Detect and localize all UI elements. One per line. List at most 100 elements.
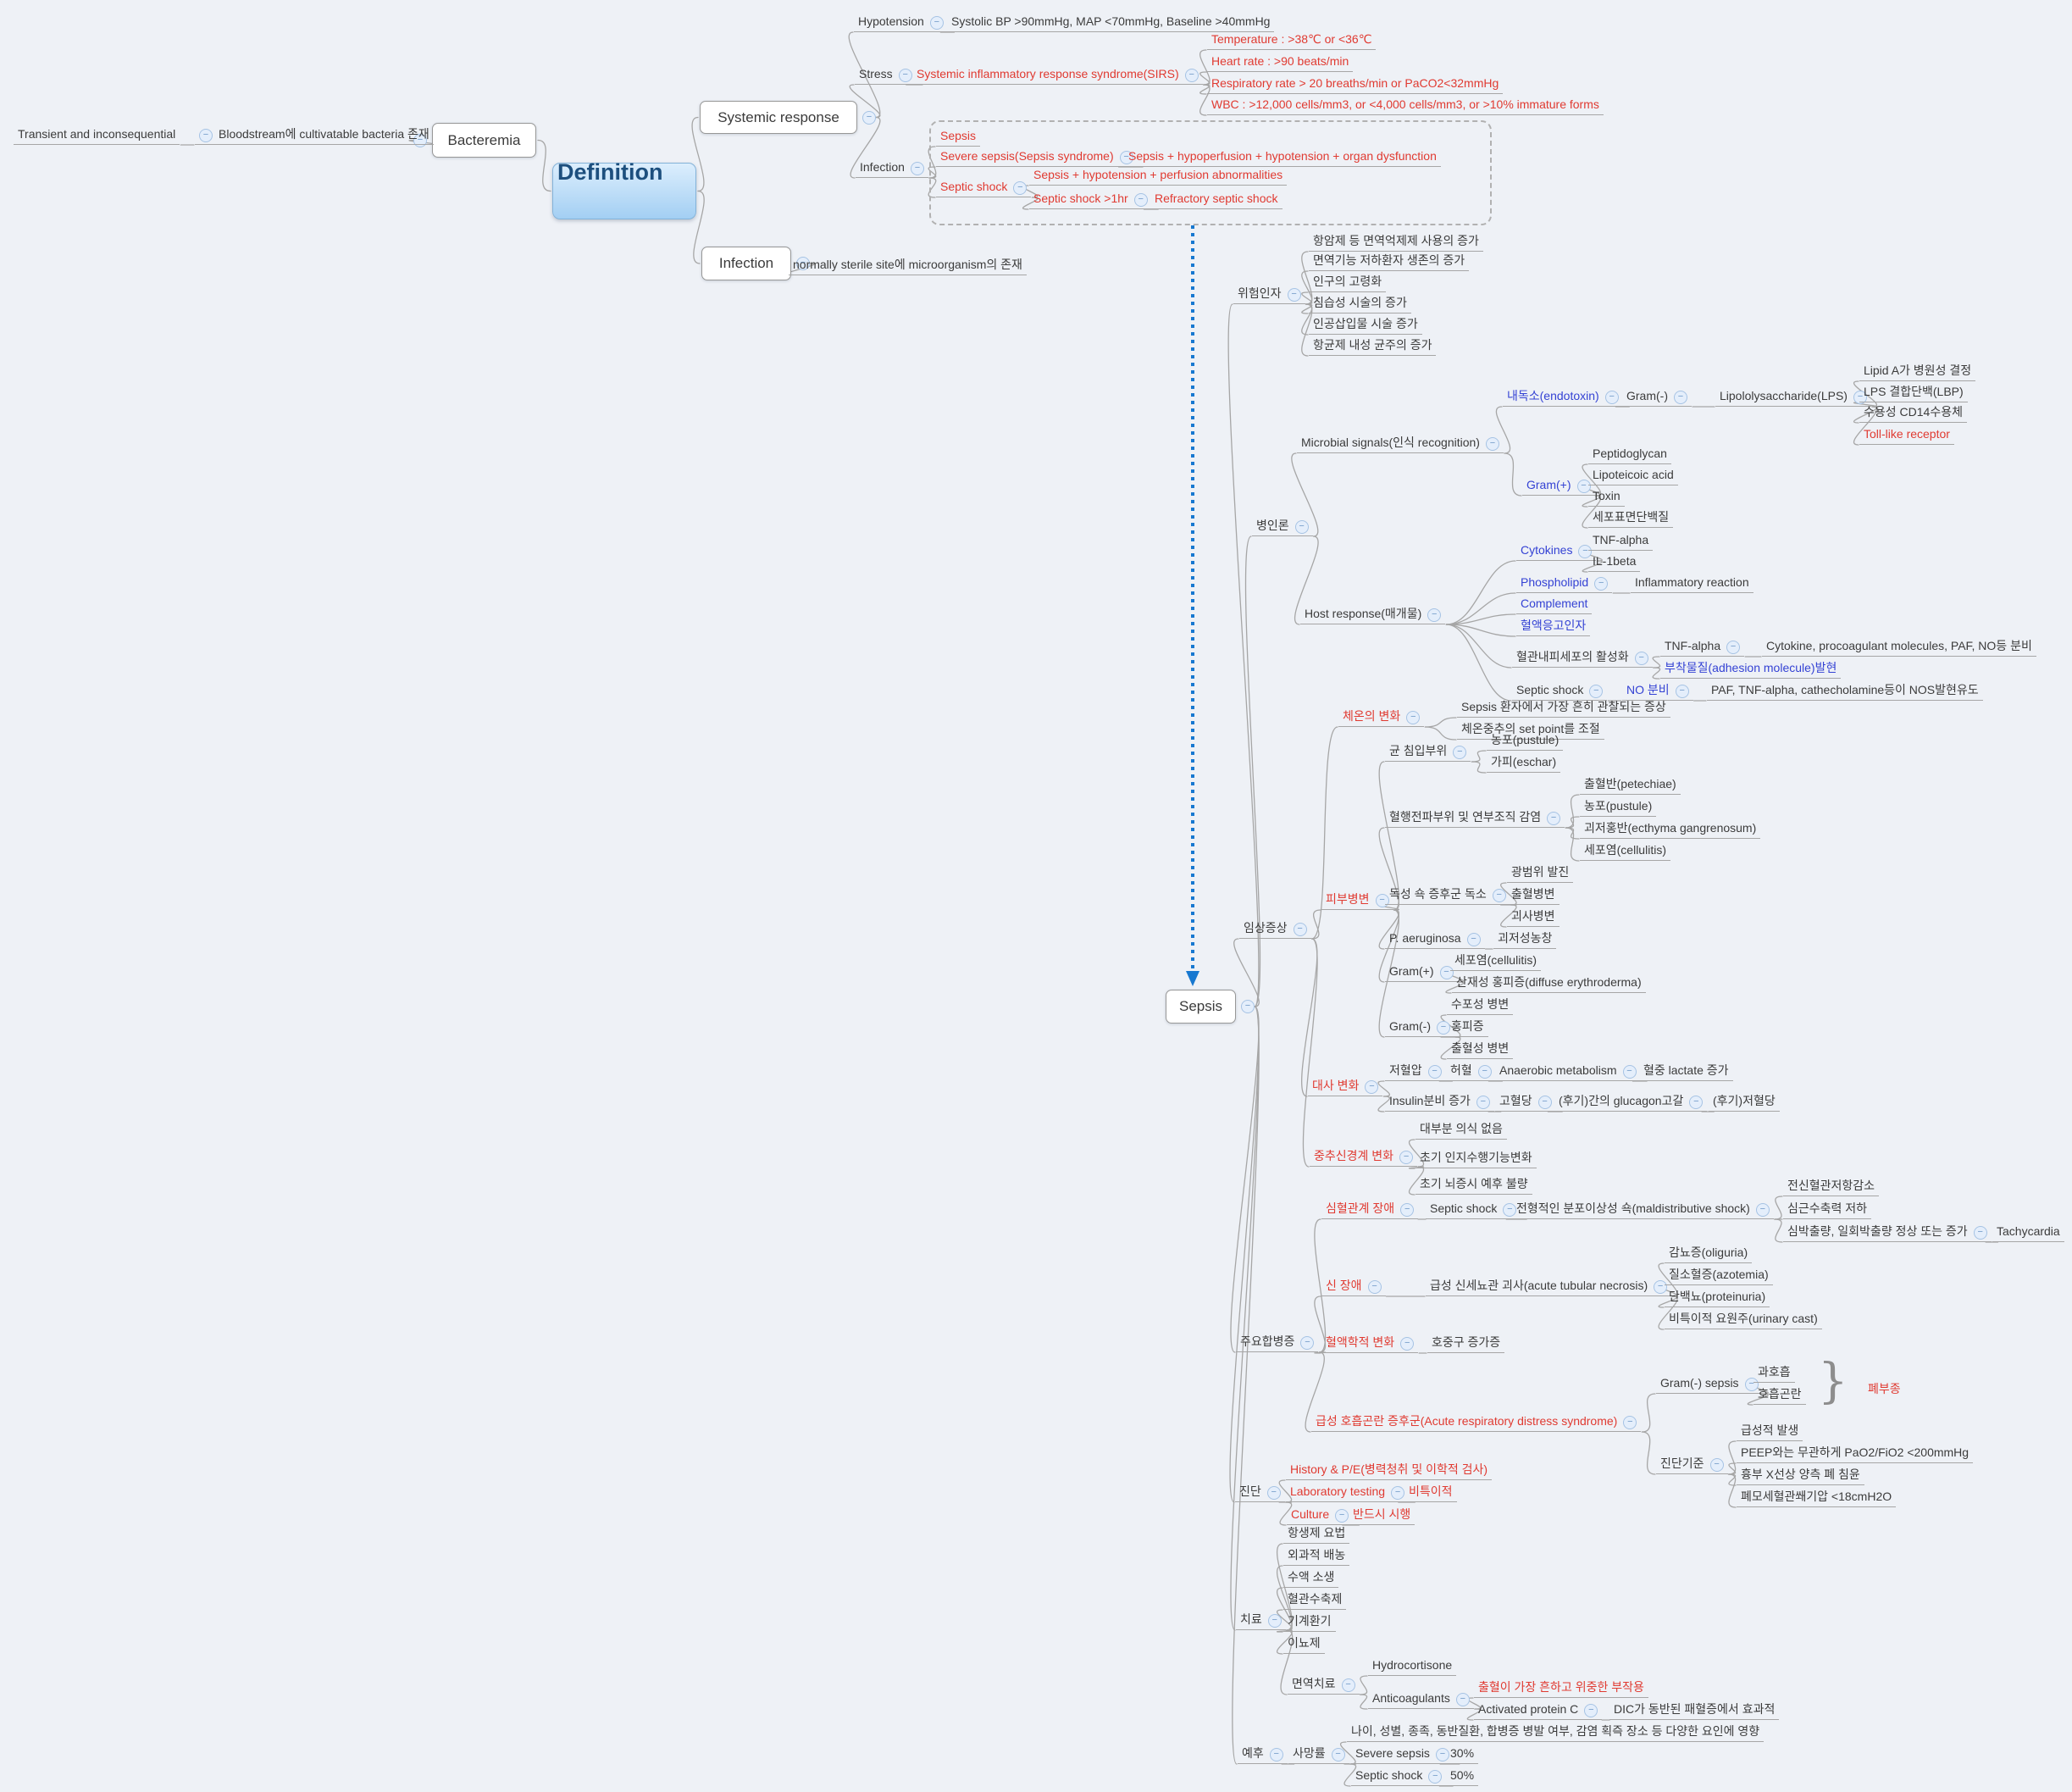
collapse-icon[interactable]: − [1335,1509,1349,1523]
node-anaerobic[interactable]: Anaerobic metabolism− [1495,1062,1641,1081]
collapse-icon[interactable]: − [1674,391,1687,404]
collapse-icon[interactable]: − [1269,1748,1283,1761]
node-phospho[interactable]: Phospholipid− [1516,574,1613,593]
node-transient[interactable]: Transient and inconsequential [14,125,180,145]
node-nonspecific[interactable]: 비특이적 [1404,1483,1457,1502]
node-hypogly[interactable]: (후기)저혈당 [1709,1092,1780,1112]
node-shock_no[interactable]: Septic shock− [1512,681,1608,701]
collapse-icon[interactable]: − [1406,711,1421,724]
node-lactate[interactable]: 혈중 lactate 증가 [1639,1062,1733,1081]
node-clinical[interactable]: 임상증상− [1239,919,1311,939]
node-stress[interactable]: Stress− [855,65,917,85]
node-hypotension[interactable]: Hypotension− [854,13,948,32]
collapse-icon[interactable]: − [1391,1486,1405,1500]
node-gangrene[interactable]: 괴저성농창 [1493,929,1557,949]
node-vasopressor[interactable]: 혈관수축제 [1283,1590,1347,1610]
collapse-icon[interactable]: − [1367,1280,1382,1294]
collapse-icon[interactable]: − [1689,1096,1704,1109]
collapse-icon[interactable]: − [1709,1458,1724,1472]
collapse-icon[interactable]: − [1589,685,1604,698]
node-tlr[interactable]: Toll-like receptor [1859,425,1954,445]
node-necro[interactable]: 괴사병변 [1507,907,1560,927]
node-pulmedema[interactable]: 폐부종 [1864,1380,1905,1399]
collapse-icon[interactable]: − [1537,1096,1552,1109]
node-sirs[interactable]: Systemic inflammatory response syndrome(… [912,65,1203,85]
collapse-icon[interactable]: − [1266,1486,1281,1500]
node-ards[interactable]: 급성 호흡곤란 증후군(Acute respiratory distress s… [1311,1412,1642,1432]
collapse-icon[interactable]: − [1427,608,1442,622]
collapse-icon[interactable]: − [1675,685,1689,698]
node-hr[interactable]: Heart rate : >90 beats/min [1207,53,1354,72]
node-risk5[interactable]: 인공삽입물 시술 증가 [1309,315,1422,335]
node-apc[interactable]: Activated protein C− [1474,1700,1603,1720]
node-sysresp[interactable]: Systemic response− [700,101,876,134]
collapse-icon[interactable]: − [1547,812,1561,825]
node-complement[interactable]: Complement [1516,595,1593,614]
node-severe[interactable]: Severe sepsis(Sepsis syndrome)− [936,147,1138,167]
collapse-icon[interactable]: − [1634,652,1648,665]
node-cxr[interactable]: 흉부 X선상 양측 폐 침윤 [1737,1466,1864,1485]
collapse-icon[interactable]: − [1428,1770,1443,1784]
collapse-icon[interactable]: − [910,162,924,175]
collapse-icon[interactable]: − [413,133,427,147]
collapse-icon[interactable]: − [1300,1336,1315,1350]
collapse-icon[interactable]: − [1119,151,1133,164]
collapse-icon[interactable]: − [898,69,912,82]
collapse-icon[interactable]: − [1184,69,1199,82]
node-azotemia[interactable]: 질소혈증(azotemia) [1665,1266,1773,1285]
node-dic[interactable]: DIC가 동반된 패혈증에서 효과적 [1609,1700,1780,1720]
node-prognosis[interactable]: 예후− [1238,1745,1288,1764]
node-il1[interactable]: IL-1beta [1588,552,1641,572]
node-peptido[interactable]: Peptidoglycan [1588,445,1671,464]
node-insulin[interactable]: Insulin분비 증가− [1385,1092,1494,1112]
node-dx[interactable]: 진단− [1235,1483,1285,1502]
node-bullous[interactable]: 수포성 병변 [1447,996,1514,1015]
collapse-icon[interactable]: − [1293,923,1307,936]
node-shock50[interactable]: Septic shock− [1351,1767,1447,1786]
node-pcwp[interactable]: 폐모세혈관쐐기압 <18cmH2O [1737,1488,1897,1507]
node-bacteremia[interactable]: Bacteremia− [413,123,536,158]
node-factors[interactable]: 나이, 성별, 종족, 동반질환, 합병증 병발 여부, 감염 획즉 장소 등 … [1347,1723,1765,1742]
node-lab[interactable]: Laboratory testing− [1286,1483,1410,1502]
node-shock_def[interactable]: Sepsis + hypotension + perfusion abnorma… [1029,166,1288,186]
node-setpoint[interactable]: 체온중추의 set point를 조절 [1457,720,1604,740]
collapse-icon[interactable]: − [1439,966,1454,979]
node-hydrocort[interactable]: Hydrocortisone [1368,1656,1457,1676]
node-risk6[interactable]: 항균제 내성 균주의 증가 [1309,336,1437,356]
node-gramneg[interactable]: Gram(-)− [1622,387,1692,407]
collapse-icon[interactable]: − [1287,288,1301,302]
node-gnegsepsis[interactable]: Gram(-) sepsis− [1656,1374,1763,1394]
node-risk2[interactable]: 면역기능 저하환자 생존의 증가 [1309,252,1470,271]
node-severe30[interactable]: Severe sepsis− [1351,1745,1454,1764]
collapse-icon[interactable]: − [862,110,876,125]
node-bloodstream[interactable]: −Bloodstream에 cultivatable bacteria 존재 [195,125,434,145]
collapse-icon[interactable]: − [1492,889,1506,902]
collapse-icon[interactable]: − [1435,1748,1449,1761]
node-pct50[interactable]: 50% [1446,1767,1479,1786]
node-patho[interactable]: 병인론− [1252,517,1313,536]
node-temp_change[interactable]: 체온의 변화− [1338,707,1425,727]
node-gpos2[interactable]: Gram(+)− [1385,963,1458,982]
node-skin[interactable]: 피부병변− [1321,890,1393,910]
node-cd14[interactable]: 수용성 CD14수용체 [1859,403,1967,423]
node-encephalo[interactable]: 초기 뇌증시 예후 불량 [1415,1175,1532,1195]
collapse-icon[interactable]: − [1466,933,1481,946]
collapse-icon[interactable]: − [1576,480,1591,493]
node-hematologic[interactable]: 혈액학적 변화− [1321,1334,1419,1353]
node-gneg2[interactable]: Gram(-)− [1385,1018,1454,1037]
collapse-icon[interactable]: − [1400,1203,1415,1217]
node-abx[interactable]: 항생제 요법 [1283,1524,1350,1544]
collapse-icon[interactable]: − [1622,1065,1637,1079]
node-definition[interactable]: Definition [552,161,696,219]
node-microbial[interactable]: Microbial signals(인식 recognition)− [1297,434,1504,453]
node-cns[interactable]: 중추신경계 변화− [1310,1147,1418,1167]
node-toxin[interactable]: Toxin [1588,487,1625,507]
node-inflam[interactable]: Inflammatory reaction [1631,574,1753,593]
node-eschar[interactable]: 가피(eschar) [1487,753,1561,773]
node-maldis[interactable]: 전형적인 분포이상성 쇽(maldistributive shock)− [1512,1200,1774,1219]
collapse-icon[interactable]: − [199,129,213,142]
node-coagfactor[interactable]: 혈액응고인자 [1516,617,1591,636]
node-cyto_pro[interactable]: Cytokine, procoagulant molecules, PAF, N… [1762,637,2036,657]
node-cellulitis2[interactable]: 세포염(cellulitis) [1450,951,1541,971]
node-peep[interactable]: PEEP와는 무관하게 PaO2/FiO2 <200mmHg [1737,1444,1974,1463]
